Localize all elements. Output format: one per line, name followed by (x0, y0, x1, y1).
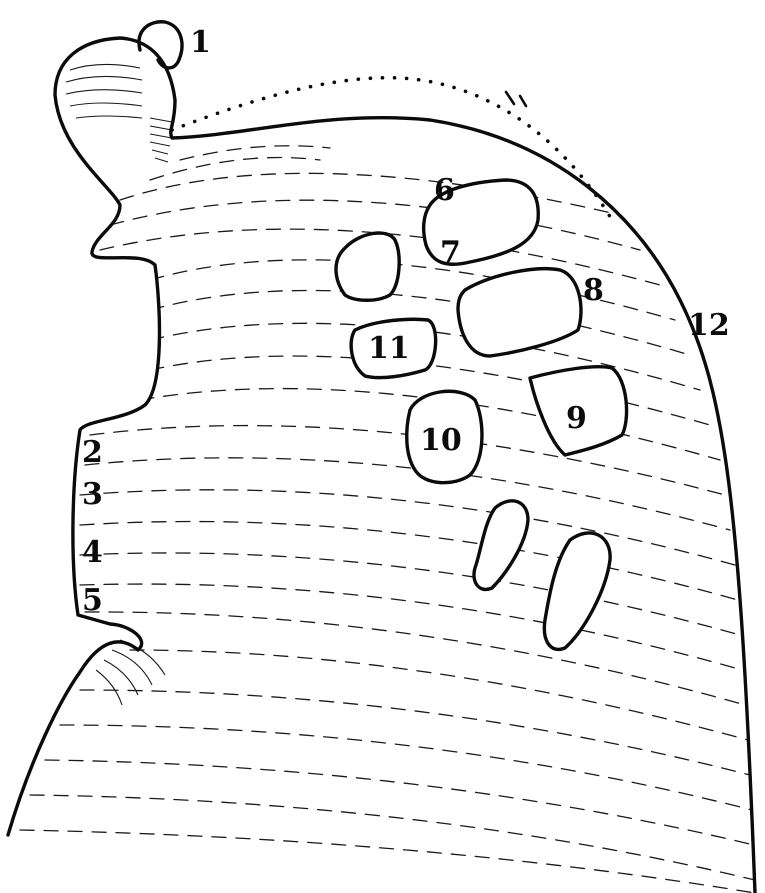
region-8 (458, 269, 581, 356)
label-12: 12 (688, 308, 730, 343)
elongated-region-lower (544, 533, 610, 649)
bulb-shading (66, 64, 172, 162)
label-8: 8 (583, 273, 604, 308)
label-2: 2 (82, 435, 103, 470)
label-7: 7 (440, 235, 461, 270)
label-10: 10 (420, 423, 462, 458)
label-4: 4 (82, 535, 103, 570)
label-1: 1 (190, 25, 211, 60)
label-3: 3 (82, 477, 103, 512)
region-7 (336, 233, 399, 300)
dotted-outline-tick (506, 92, 526, 106)
label-9: 9 (566, 401, 587, 436)
elongated-region-upper (474, 501, 528, 590)
label-11: 11 (368, 331, 410, 366)
label-5: 5 (82, 583, 103, 618)
label-6: 6 (434, 173, 455, 208)
